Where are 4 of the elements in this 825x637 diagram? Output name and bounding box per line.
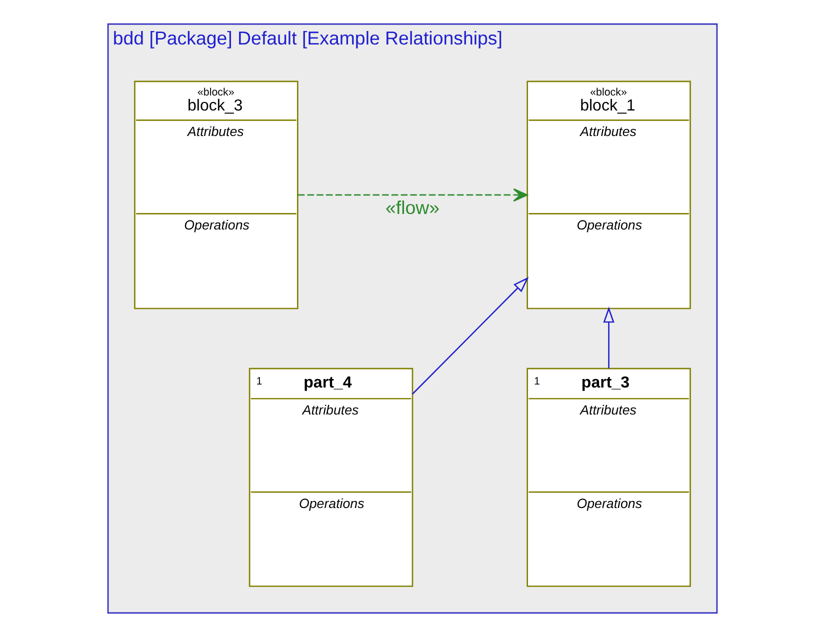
arrow (603, 306, 614, 368)
arrow (298, 188, 528, 202)
edge-label: «flow» (385, 196, 440, 218)
arrow (412, 276, 529, 394)
